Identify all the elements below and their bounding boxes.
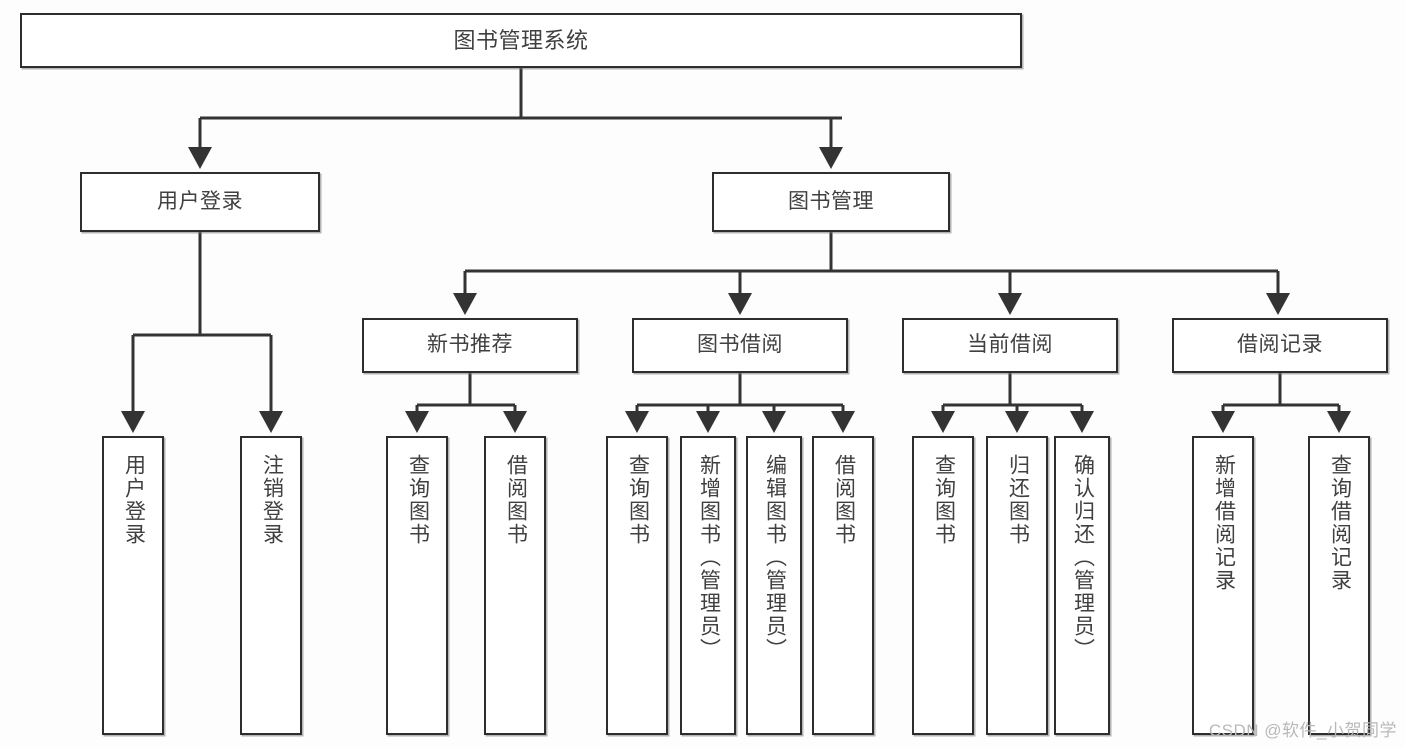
node-user-login-label: 用户登录 <box>157 189 243 213</box>
node-root-label: 图书管理系统 <box>453 27 589 53</box>
node-leaf-confirm-return-label: 确认归还（管理员） <box>1071 454 1095 661</box>
node-leaf-confirm-return[interactable]: 确认归还（管理员） <box>1054 436 1110 735</box>
node-book-borrow[interactable]: 图书借阅 <box>632 318 848 373</box>
node-leaf-query-book-rec[interactable]: 查询图书 <box>386 436 448 735</box>
node-leaf-borrow-book[interactable]: 借阅图书 <box>812 436 874 735</box>
node-leaf-logout-label: 注销登录 <box>260 454 284 546</box>
node-leaf-logout[interactable]: 注销登录 <box>240 436 302 735</box>
node-book-borrow-label: 图书借阅 <box>697 333 783 357</box>
node-leaf-query-book-cur-label: 查询图书 <box>932 454 956 546</box>
node-leaf-add-record-label: 新增借阅记录 <box>1212 454 1236 592</box>
node-leaf-return-book[interactable]: 归还图书 <box>986 436 1048 735</box>
node-leaf-query-book-rec-label: 查询图书 <box>406 454 430 546</box>
node-user-login[interactable]: 用户登录 <box>80 172 320 232</box>
node-leaf-edit-book[interactable]: 编辑图书（管理员） <box>746 436 802 735</box>
node-leaf-add-book-label: 新增图书（管理员） <box>697 454 721 661</box>
node-leaf-edit-book-label: 编辑图书（管理员） <box>763 454 787 661</box>
node-current-borrow[interactable]: 当前借阅 <box>902 318 1118 373</box>
node-leaf-add-record[interactable]: 新增借阅记录 <box>1192 436 1254 735</box>
node-new-book-recommend-label: 新书推荐 <box>427 333 513 357</box>
node-leaf-query-book-cur[interactable]: 查询图书 <box>912 436 974 735</box>
node-leaf-query-record-label: 查询借阅记录 <box>1328 454 1352 592</box>
node-leaf-user-login-label: 用户登录 <box>122 454 146 546</box>
node-leaf-return-book-label: 归还图书 <box>1006 454 1030 546</box>
node-leaf-add-book[interactable]: 新增图书（管理员） <box>680 436 736 735</box>
node-leaf-borrow-book-rec-label: 借阅图书 <box>504 454 528 546</box>
node-root[interactable]: 图书管理系统 <box>20 13 1022 68</box>
node-leaf-query-book-borrow-label: 查询图书 <box>626 454 650 546</box>
node-borrow-record-label: 借阅记录 <box>1237 333 1323 357</box>
node-current-borrow-label: 当前借阅 <box>967 333 1053 357</box>
node-leaf-query-record[interactable]: 查询借阅记录 <box>1308 436 1370 735</box>
node-book-manage[interactable]: 图书管理 <box>712 172 950 232</box>
node-borrow-record[interactable]: 借阅记录 <box>1172 318 1388 373</box>
node-leaf-query-book-borrow[interactable]: 查询图书 <box>606 436 668 735</box>
node-new-book-recommend[interactable]: 新书推荐 <box>362 318 578 373</box>
csdn-watermark: CSDN @软件_小贺同学 <box>1208 721 1397 740</box>
node-leaf-borrow-book-rec[interactable]: 借阅图书 <box>484 436 546 735</box>
node-leaf-borrow-book-label: 借阅图书 <box>832 454 856 546</box>
node-leaf-user-login[interactable]: 用户登录 <box>102 436 164 735</box>
node-book-manage-label: 图书管理 <box>788 189 874 213</box>
